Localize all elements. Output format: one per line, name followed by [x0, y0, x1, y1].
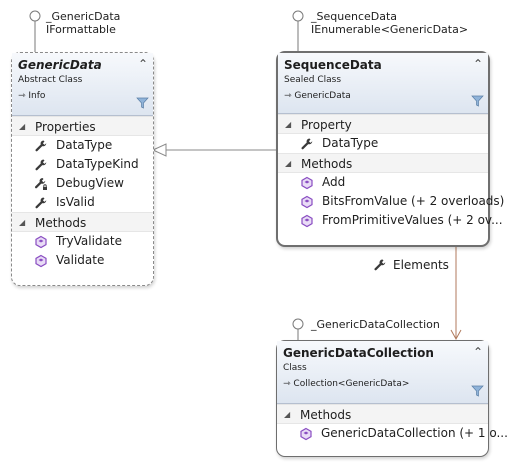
- member-row[interactable]: DataType: [12, 136, 153, 155]
- class-box-generic-data-collection[interactable]: GenericDataCollection Class ⇾ Collection…: [276, 340, 508, 457]
- method-icon: [300, 176, 314, 190]
- filter-icon[interactable]: [471, 91, 484, 110]
- class-name: GenericDataCollection: [283, 346, 434, 360]
- member-row[interactable]: DebugView: [12, 174, 153, 193]
- collapse-triangle-icon[interactable]: ◢: [284, 410, 291, 419]
- lollipop-generic-data: [29, 10, 41, 52]
- property-icon: [34, 158, 48, 172]
- association-label[interactable]: Elements: [373, 258, 449, 272]
- method-icon: [34, 254, 48, 268]
- member-row[interactable]: DataTypeKind: [12, 155, 153, 174]
- member-row[interactable]: Validate: [12, 251, 153, 270]
- class-header[interactable]: SequenceData Sealed Class ⇾ GenericData …: [278, 53, 488, 114]
- class-box-sequence-data[interactable]: SequenceData Sealed Class ⇾ GenericData …: [276, 51, 504, 247]
- inherits-arrow-icon: ⇾: [284, 91, 295, 101]
- association-arrow: [450, 246, 462, 341]
- collapse-triangle-icon[interactable]: ◢: [19, 218, 26, 227]
- interface-label-generic-data: _GenericData IFormattable: [46, 10, 121, 36]
- inheritance-arrow: [151, 143, 276, 157]
- member-row[interactable]: IsValid: [12, 193, 153, 212]
- section-properties[interactable]: ◢Properties: [12, 116, 153, 136]
- member-row[interactable]: TryValidate: [12, 232, 153, 251]
- property-icon: [300, 137, 314, 151]
- collapse-triangle-icon[interactable]: ◢: [19, 122, 26, 131]
- lollipop-collection: [292, 318, 304, 340]
- filter-icon[interactable]: [136, 93, 149, 112]
- collapse-chevron-icon[interactable]: ⌃: [472, 57, 483, 71]
- base-class-label: ⇾ GenericData: [284, 91, 351, 101]
- interface-label-collection: _GenericDataCollection: [311, 318, 440, 331]
- base-class-label: ⇾ Collection<GenericData>: [283, 379, 410, 389]
- class-kind: Abstract Class: [18, 75, 83, 85]
- base-class-label: ⇾ Info: [18, 91, 46, 101]
- property-icon: [373, 258, 387, 272]
- method-icon: [300, 214, 314, 228]
- section-methods[interactable]: ◢Methods: [12, 212, 153, 232]
- method-icon: [300, 195, 314, 209]
- filter-icon[interactable]: [471, 381, 484, 400]
- collapse-chevron-icon[interactable]: ⌃: [472, 345, 483, 359]
- lollipop-sequence-data: [292, 10, 304, 51]
- member-row[interactable]: BitsFromValue (+ 2 overloads): [278, 192, 504, 211]
- private-property-icon: [34, 177, 48, 191]
- section-methods[interactable]: ◢Methods: [277, 404, 488, 424]
- class-kind: Class: [283, 363, 307, 373]
- property-icon: [34, 139, 48, 153]
- collapse-triangle-icon[interactable]: ◢: [285, 120, 292, 129]
- collapse-triangle-icon[interactable]: ◢: [285, 159, 292, 168]
- collapse-chevron-icon[interactable]: ⌃: [137, 57, 148, 71]
- class-box-generic-data[interactable]: GenericData Abstract Class ⇾ Info ⌃ ◢Pro…: [11, 52, 154, 286]
- class-name: SequenceData: [284, 58, 382, 72]
- inherits-arrow-icon: ⇾: [18, 91, 29, 101]
- member-row[interactable]: Add: [278, 173, 488, 192]
- class-header[interactable]: GenericDataCollection Class ⇾ Collection…: [277, 341, 488, 404]
- member-row[interactable]: FromPrimitiveValues (+ 2 ov...: [278, 211, 503, 230]
- inherits-arrow-icon: ⇾: [283, 379, 294, 389]
- property-icon: [34, 196, 48, 210]
- method-icon: [34, 235, 48, 249]
- section-methods[interactable]: ◢Methods: [278, 153, 488, 173]
- interface-label-sequence-data: _SequenceData IEnumerable<GenericData>: [311, 10, 469, 36]
- class-header[interactable]: GenericData Abstract Class ⇾ Info ⌃: [12, 53, 153, 116]
- method-icon: [299, 427, 313, 441]
- member-row[interactable]: DataType: [278, 134, 488, 153]
- section-properties[interactable]: ◢Property: [278, 114, 488, 134]
- class-name: GenericData: [18, 58, 102, 72]
- member-row[interactable]: GenericDataCollection (+ 1 o...: [277, 424, 508, 443]
- class-kind: Sealed Class: [284, 75, 342, 85]
